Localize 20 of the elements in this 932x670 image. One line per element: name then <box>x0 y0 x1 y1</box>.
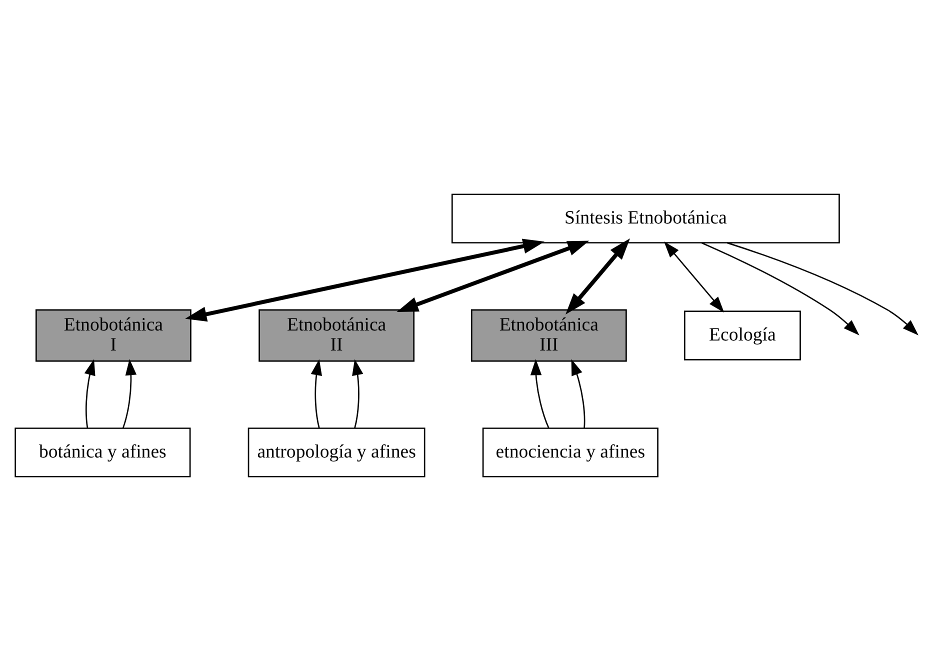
node-box: botánica y afines <box>14 427 190 477</box>
node-box: Ecología <box>684 310 800 360</box>
arrow <box>530 358 549 428</box>
arrow <box>396 240 589 312</box>
arrow <box>122 358 136 428</box>
arrow <box>565 238 630 314</box>
arrow <box>84 358 95 428</box>
node-box: Etnobotánica II <box>258 308 414 362</box>
node-box: etnociencia y afines <box>482 427 658 477</box>
arrow <box>310 358 322 428</box>
arrow <box>663 240 724 312</box>
node-box: Etnobotánica I <box>35 308 191 362</box>
arrow <box>726 242 918 335</box>
arrow <box>184 238 544 322</box>
node-box: Etnobotánica III <box>470 308 626 362</box>
arrow <box>570 358 585 428</box>
arrow <box>700 242 859 335</box>
node-box: antropología y afines <box>247 427 425 477</box>
arrow <box>352 358 363 428</box>
node-box: Síntesis Etnobotánica <box>450 193 840 243</box>
